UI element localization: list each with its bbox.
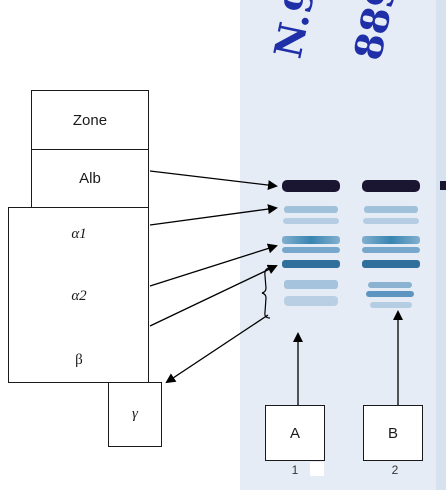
alpha1-band [284, 206, 338, 213]
arrow-alpha2 [149, 243, 278, 287]
albumin-band [282, 180, 340, 192]
albumin-band [362, 180, 420, 192]
gamma-brace [261, 267, 271, 319]
globulin-cell: α1 α2 β [8, 207, 149, 383]
zone-header-cell: Zone [31, 90, 149, 150]
arrow-beta [149, 264, 278, 327]
beta-label: β [75, 352, 83, 368]
alpha1-label: α1 [71, 226, 87, 242]
lane-2-number: 2 [391, 463, 399, 477]
lane-a-label: A [289, 424, 300, 442]
alpha2-label: α2 [71, 288, 87, 304]
lane-b-box: B [363, 405, 423, 461]
lane-b-label: B [387, 424, 398, 442]
gamma-cell: γ [108, 382, 162, 447]
lane-2-bands [362, 180, 420, 308]
gamma-label: γ [132, 406, 138, 422]
zone-header-label: Zone [72, 111, 108, 129]
arrow-gamma [165, 314, 269, 384]
beta-band [282, 260, 340, 268]
arrow-alpha1 [149, 204, 278, 226]
gamma-region [284, 280, 338, 289]
lane-1-number: 1 [291, 463, 299, 477]
alb-label: Alb [79, 170, 101, 187]
lane-a-box: A [265, 405, 325, 461]
alb-cell: Alb [31, 149, 149, 208]
alpha2-band [282, 236, 340, 244]
lane-1-bands [282, 180, 340, 306]
arrow-albumin [149, 170, 278, 191]
